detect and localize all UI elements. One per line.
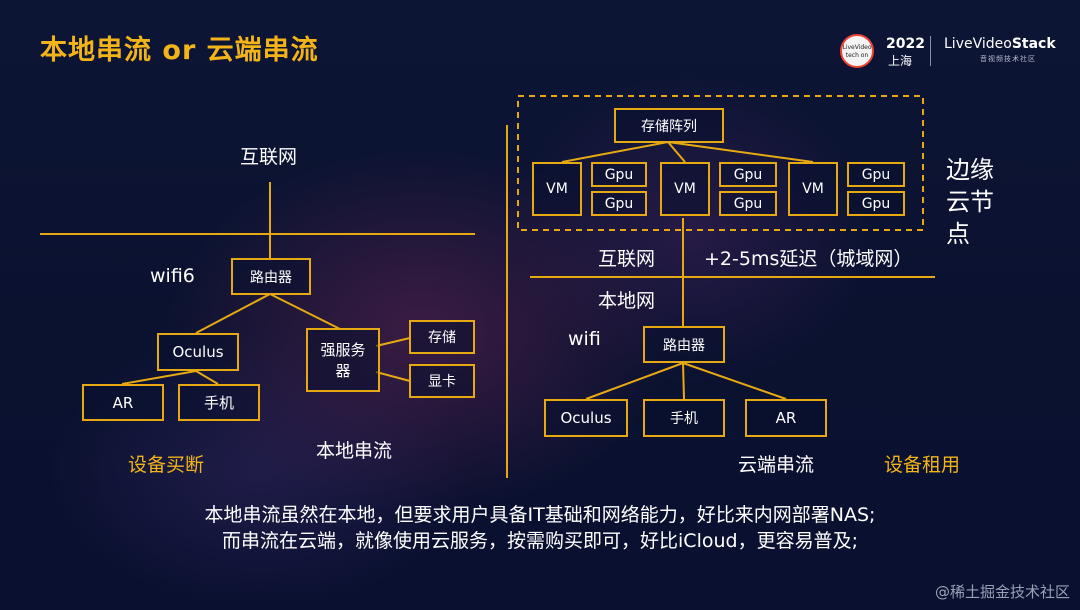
slide-title: 本地串流 or 云端串流 xyxy=(40,35,319,66)
conference-logo: LiveVideo tech on 2022 上海 LiveVideoStack… xyxy=(840,34,1070,70)
local-streaming-caption: 本地串流 xyxy=(316,440,393,462)
vm-box-1: VM xyxy=(532,162,582,216)
logo-year: 2022 xyxy=(886,36,925,52)
cloud-router-box: 路由器 xyxy=(643,326,725,363)
router-to-server xyxy=(269,293,341,330)
server-to-storage xyxy=(375,337,411,347)
oculus-to-phone xyxy=(195,370,219,385)
gpu-box-2a: Gpu xyxy=(719,162,777,187)
gpu-box-3a: Gpu xyxy=(847,162,905,187)
local-router-box: 路由器 xyxy=(231,258,311,295)
gpu-box-3b: Gpu xyxy=(847,191,905,216)
server-to-gpu xyxy=(375,371,411,382)
gpu-box-2b: Gpu xyxy=(719,191,777,216)
device-buyout-label: 设备买断 xyxy=(128,454,205,476)
local-phone-box: 手机 xyxy=(178,384,260,421)
footer-line-1: 本地串流虽然在本地，但要求用户具备IT基础和网络能力，好比来内网部署NAS; xyxy=(204,504,876,526)
local-ar-box: AR xyxy=(82,384,164,421)
latency-label: +2-5ms延迟（城域网） xyxy=(704,248,913,270)
local-internet-label: 互联网 xyxy=(240,146,298,168)
cloud-streaming-caption: 云端串流 xyxy=(738,454,815,476)
gpu-box-1a: Gpu xyxy=(591,162,647,187)
cloud-wifi-label: wifi xyxy=(568,328,601,350)
livevideo-badge-icon: LiveVideo tech on xyxy=(840,34,874,68)
cloud-router-to-ar xyxy=(682,362,787,400)
local-oculus-box: Oculus xyxy=(157,333,239,371)
vm-box-2: VM xyxy=(660,162,710,216)
gpu-box-1b: Gpu xyxy=(591,191,647,216)
vm-box-3: VM xyxy=(788,162,838,216)
cloud-oculus-box: Oculus xyxy=(544,399,628,437)
cloud-router-to-phone xyxy=(682,362,685,400)
lan-label: 本地网 xyxy=(598,290,656,312)
logo-city: 上海 xyxy=(888,54,913,68)
logo-brand: LiveVideoStack xyxy=(944,36,1056,52)
array-to-vm2 xyxy=(667,141,686,163)
local-storage-box: 存储 xyxy=(409,320,475,354)
device-rental-label: 设备租用 xyxy=(884,454,961,476)
footer-line-2: 而串流在云端，就像使用云服务，按需购买即可，好比iCloud，更容易普及; xyxy=(222,530,858,552)
edge-cloud-boundary xyxy=(517,95,924,231)
logo-divider xyxy=(930,36,931,66)
cloud-phone-box: 手机 xyxy=(643,399,725,437)
cloud-router-to-oculus xyxy=(585,362,684,400)
cloud-internet-label: 互联网 xyxy=(598,248,656,270)
local-gpu-box: 显卡 xyxy=(409,364,475,398)
strong-server-box: 强服务器 xyxy=(306,328,380,392)
wifi6-label: wifi6 xyxy=(150,265,195,287)
logo-subtitle: 音视频技术社区 xyxy=(980,55,1036,63)
cloud-ar-box: AR xyxy=(745,399,827,437)
array-to-vm3 xyxy=(667,141,814,163)
edge-cloud-node-label: 边缘云节点 xyxy=(946,156,994,248)
router-to-oculus xyxy=(195,293,271,334)
oculus-to-ar xyxy=(121,370,197,385)
storage-array-box: 存储阵列 xyxy=(614,108,724,143)
watermark: @稀土掘金技术社区 xyxy=(934,583,1070,601)
array-to-vm1 xyxy=(561,141,669,163)
